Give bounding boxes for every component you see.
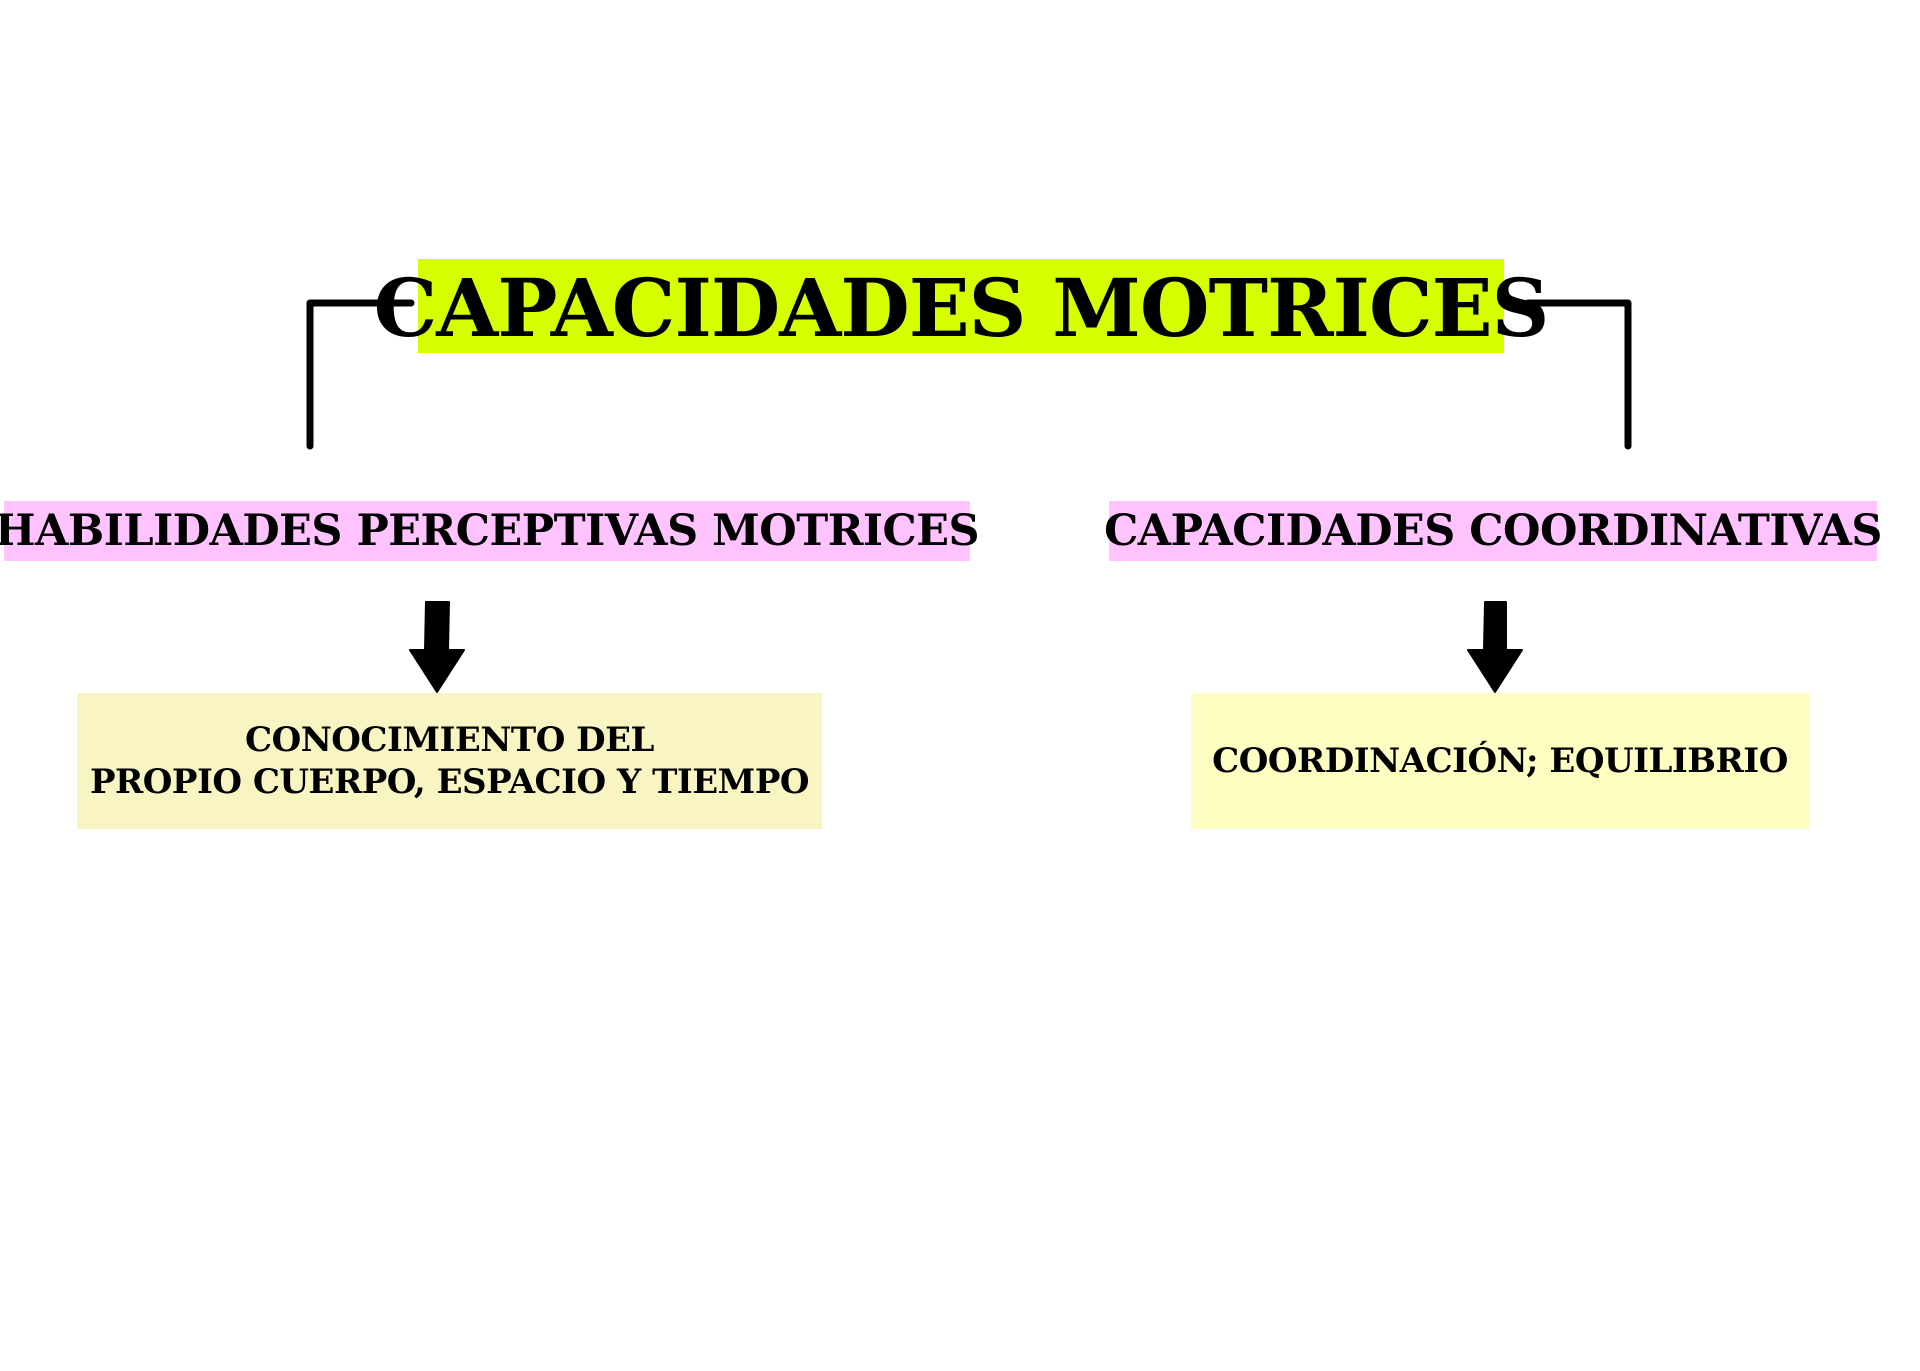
left-down-arrow xyxy=(409,601,465,693)
detail-node-perceptivas-line-2: PROPIO CUERPO, ESPACIO Y TIEMPO xyxy=(89,762,810,802)
branch-node-coordinativas-label: CAPACIDADES COORDINATIVAS xyxy=(1104,506,1882,556)
root-node: CAPACIDADES MOTRICES xyxy=(374,259,1549,355)
branch-node-coordinativas: CAPACIDADES COORDINATIVAS xyxy=(1104,501,1882,561)
detail-node-coordinativas-line-1: COORDINACIÓN; EQUILIBRIO xyxy=(1212,741,1788,781)
right-down-arrow xyxy=(1467,601,1523,693)
branch-node-perceptivas: HABILIDADES PERCEPTIVAS MOTRICES xyxy=(0,501,980,561)
root-node-label: CAPACIDADES MOTRICES xyxy=(373,261,1550,355)
detail-node-coordinativas: COORDINACIÓN; EQUILIBRIO xyxy=(1191,693,1809,829)
detail-node-perceptivas: CONOCIMIENTO DEL PROPIO CUERPO, ESPACIO … xyxy=(77,693,822,829)
detail-node-perceptivas-line-1: CONOCIMIENTO DEL xyxy=(245,720,654,760)
branch-node-perceptivas-label: HABILIDADES PERCEPTIVAS MOTRICES xyxy=(0,506,980,556)
right-bracket-connector xyxy=(1524,299,1632,450)
left-bracket-connector xyxy=(306,299,415,450)
